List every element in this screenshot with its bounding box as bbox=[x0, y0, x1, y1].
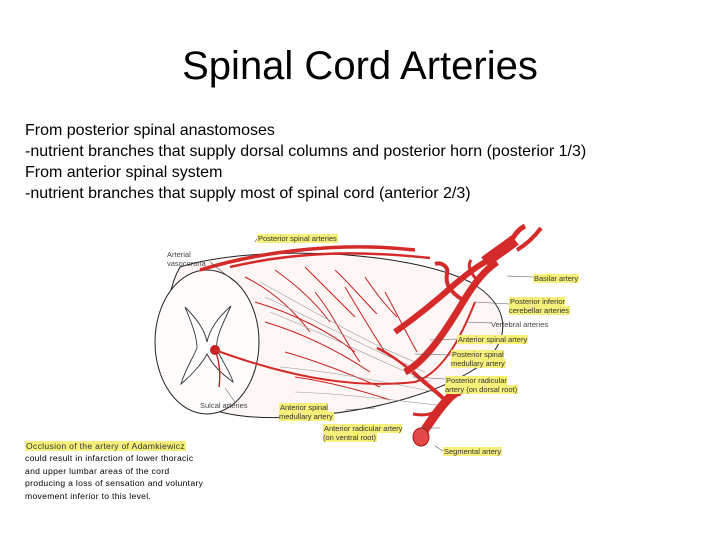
label-posterior-inferior-cerebellar: Posterior inferior cerebellar arteries bbox=[509, 297, 571, 315]
label-anterior-radicular: Anterior radicular artery (on ventral ro… bbox=[323, 424, 403, 442]
label-posterior-spinal-arteries: Posterior spinal arteries bbox=[257, 234, 338, 243]
label-anterior-spinal-medullary: Anterior spinal medullary artery bbox=[279, 403, 334, 421]
posterior-spinal-artery bbox=[199, 245, 416, 272]
body-line: From anterior spinal system bbox=[25, 164, 223, 181]
note-line: Occlusion of the artery of Adamkiewicz bbox=[25, 441, 186, 451]
cerebral-branch bbox=[507, 223, 527, 246]
body-line: -nutrient branches that supply dorsal co… bbox=[25, 143, 587, 160]
label-sulcal-arteries: Sulcal arteries bbox=[200, 401, 248, 410]
body-text: From posterior spinal anastomoses -nutri… bbox=[25, 120, 705, 204]
intrinsic-vessels bbox=[244, 266, 418, 401]
radicular-artery bbox=[412, 399, 447, 417]
cerebral-branch bbox=[515, 226, 543, 252]
slide-title: Spinal Cord Arteries bbox=[182, 44, 538, 88]
spinal-cord-arteries-illustration: Posterior spinal arteries Arterial vasoc… bbox=[145, 222, 595, 462]
body-line: -nutrient branches that supply most of s… bbox=[25, 185, 471, 202]
label-anterior-spinal-artery: Anterior spinal artery bbox=[457, 335, 529, 344]
gray-fibers bbox=[259, 281, 446, 407]
posterior-inferior-cerebellar-artery bbox=[434, 261, 465, 302]
radicular-artery bbox=[376, 346, 414, 373]
note-line: could result in infarction of lower thor… bbox=[25, 453, 194, 464]
note-line: producing a loss of sensation and volunt… bbox=[25, 478, 204, 489]
label-vertebral-arteries: Vertebral arteries bbox=[491, 320, 549, 329]
label-arterial-vasocorona: Arterial vasocorona bbox=[167, 250, 206, 268]
posterior-spinal-artery bbox=[229, 252, 431, 269]
note-line: movement inferior to this level. bbox=[25, 490, 152, 501]
vertebral-artery bbox=[393, 257, 491, 335]
sulcal-artery bbox=[214, 349, 221, 388]
radicular-artery bbox=[411, 370, 447, 402]
label-posterior-radicular: Posterior radicular artery (on dorsal ro… bbox=[445, 376, 519, 394]
occlusion-note: Occlusion of the artery of Adamkiewicz c… bbox=[25, 440, 240, 502]
body-line: From posterior spinal anastomoses bbox=[25, 122, 275, 139]
segmental-artery-end bbox=[412, 427, 430, 447]
label-segmental-artery: Segmental artery bbox=[443, 447, 503, 456]
posterior-inferior-cerebellar-artery bbox=[467, 259, 479, 281]
note-line: and upper lumbar areas of the cord bbox=[25, 465, 170, 476]
label-posterior-spinal-medullary: Posterior spinal medullary artery bbox=[451, 350, 506, 368]
label-basilar-artery: Basilar artery bbox=[533, 274, 580, 283]
leader-lines bbox=[209, 233, 534, 452]
vertebral-artery bbox=[403, 259, 500, 376]
gray-matter bbox=[180, 305, 234, 386]
